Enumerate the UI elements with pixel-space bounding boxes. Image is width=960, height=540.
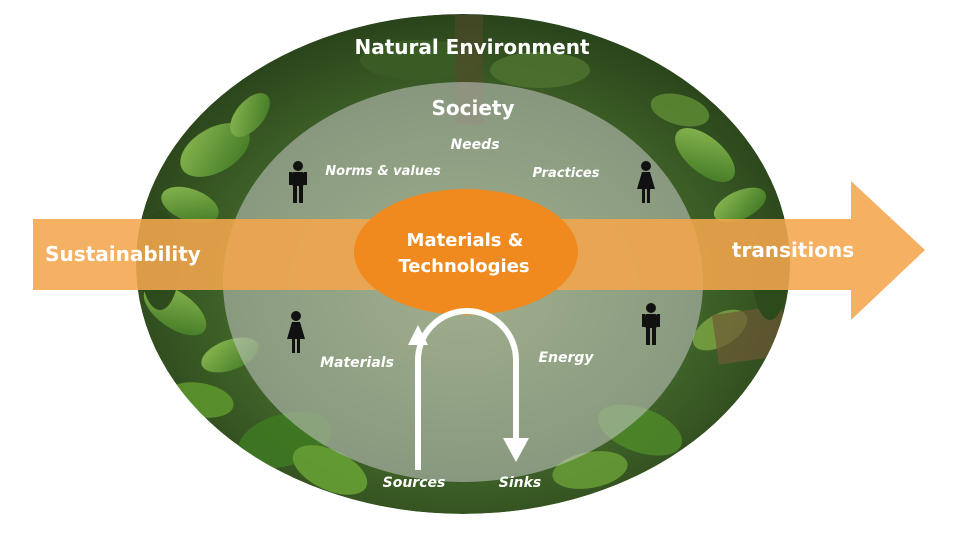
person-female-icon xyxy=(287,311,305,353)
norms-values-label: Norms & values xyxy=(325,164,441,179)
sources-label: Sources xyxy=(383,475,446,491)
materials-technologies-core xyxy=(354,189,578,315)
materials-label: Materials xyxy=(320,355,394,371)
sources-arrowhead xyxy=(408,325,428,345)
transitions-label: transitions xyxy=(732,238,854,262)
sustainability-label: Sustainability xyxy=(45,242,201,266)
society-label: Society xyxy=(431,96,514,120)
core-label-line1: Materials & xyxy=(407,230,524,251)
sinks-label: Sinks xyxy=(499,475,542,491)
person-male-icon xyxy=(642,303,660,345)
core-label-line2: Technologies xyxy=(398,256,529,277)
needs-label: Needs xyxy=(450,137,499,153)
natural-environment-label: Natural Environment xyxy=(354,35,589,59)
person-male-icon xyxy=(289,161,307,203)
sinks-arrowhead xyxy=(503,438,529,462)
practices-label: Practices xyxy=(533,166,600,181)
person-female-icon xyxy=(637,161,655,203)
energy-label: Energy xyxy=(538,350,594,366)
